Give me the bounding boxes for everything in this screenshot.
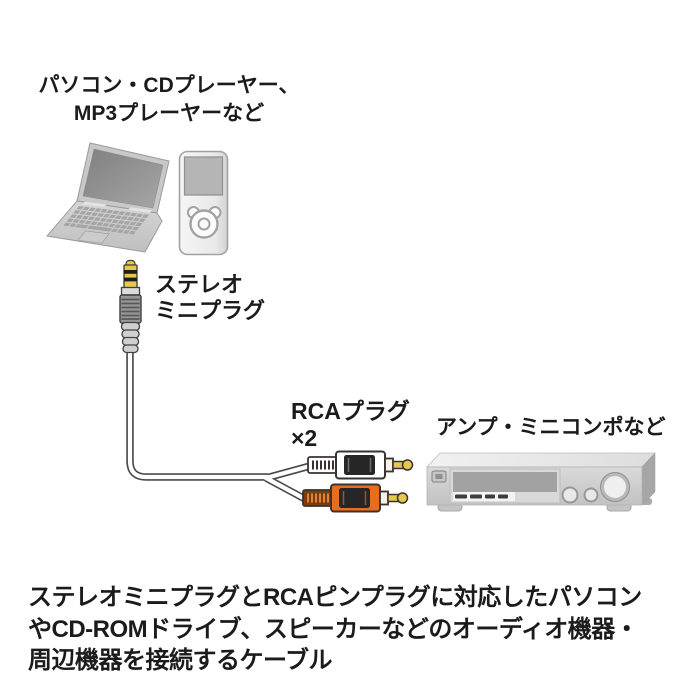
stereo-mini-plug-icon [119, 259, 142, 354]
amp-knob-small-2 [583, 487, 599, 503]
mp3-player-icon [178, 150, 229, 256]
source-devices-line2: MP3プレーヤーなど [73, 102, 265, 125]
rca-plug-orange-icon [302, 483, 409, 513]
mini-plug-label: ステレオ ミニプラグ [155, 272, 265, 324]
laptop-touchpad [77, 230, 110, 244]
cable-core [127, 347, 313, 502]
rca-plug-label-line2: ×2 [291, 425, 318, 451]
rca-plug-label: RCAプラグ ×2 [291, 398, 410, 452]
amp-buttons [455, 494, 508, 499]
amp-knob-large-inner [604, 476, 626, 498]
amp-button-strip [453, 492, 515, 501]
description-line2: やCD-ROMドライブ、スピーカーなどのオーディオ機器・ [28, 615, 639, 643]
mini-plug-label-line1: ステレオ [155, 272, 244, 297]
source-devices-line1: パソコン・CDプレーヤー、 [38, 74, 300, 97]
rca-plug-label-line1: RCAプラグ [291, 398, 410, 424]
description-line3: 周辺機器を接続するケーブル [28, 647, 333, 674]
cable-assembly [119, 259, 414, 513]
mini-plug-label-line2: ミニプラグ [155, 298, 266, 323]
mini-plug-strain-relief [120, 321, 141, 354]
product-description: ステレオミニプラグとRCAピンプラグに対応したパソコン やCD-ROMドライブ、… [28, 582, 683, 677]
description-line1: ステレオミニプラグとRCAピンプラグに対応したパソコン [28, 584, 642, 611]
source-devices-label: パソコン・CDプレーヤー、 MP3プレーヤーなど [28, 72, 310, 128]
mp3-wheel-center [197, 217, 211, 231]
amp-knob-small-1 [561, 486, 579, 504]
laptop-icon [46, 142, 170, 253]
mp3-screen [183, 156, 224, 196]
amplifier-icon [426, 452, 656, 512]
amp-display [453, 472, 557, 492]
laptop-display [82, 148, 164, 209]
mp3-wheel [189, 209, 219, 239]
amp-power-button-inner [435, 474, 443, 479]
target-devices-label: アンプ・ミニコンポなど [436, 416, 666, 439]
laptop-keyboard [63, 201, 153, 244]
rca-plug-white-icon [307, 450, 414, 480]
amp-top-face [426, 452, 656, 468]
